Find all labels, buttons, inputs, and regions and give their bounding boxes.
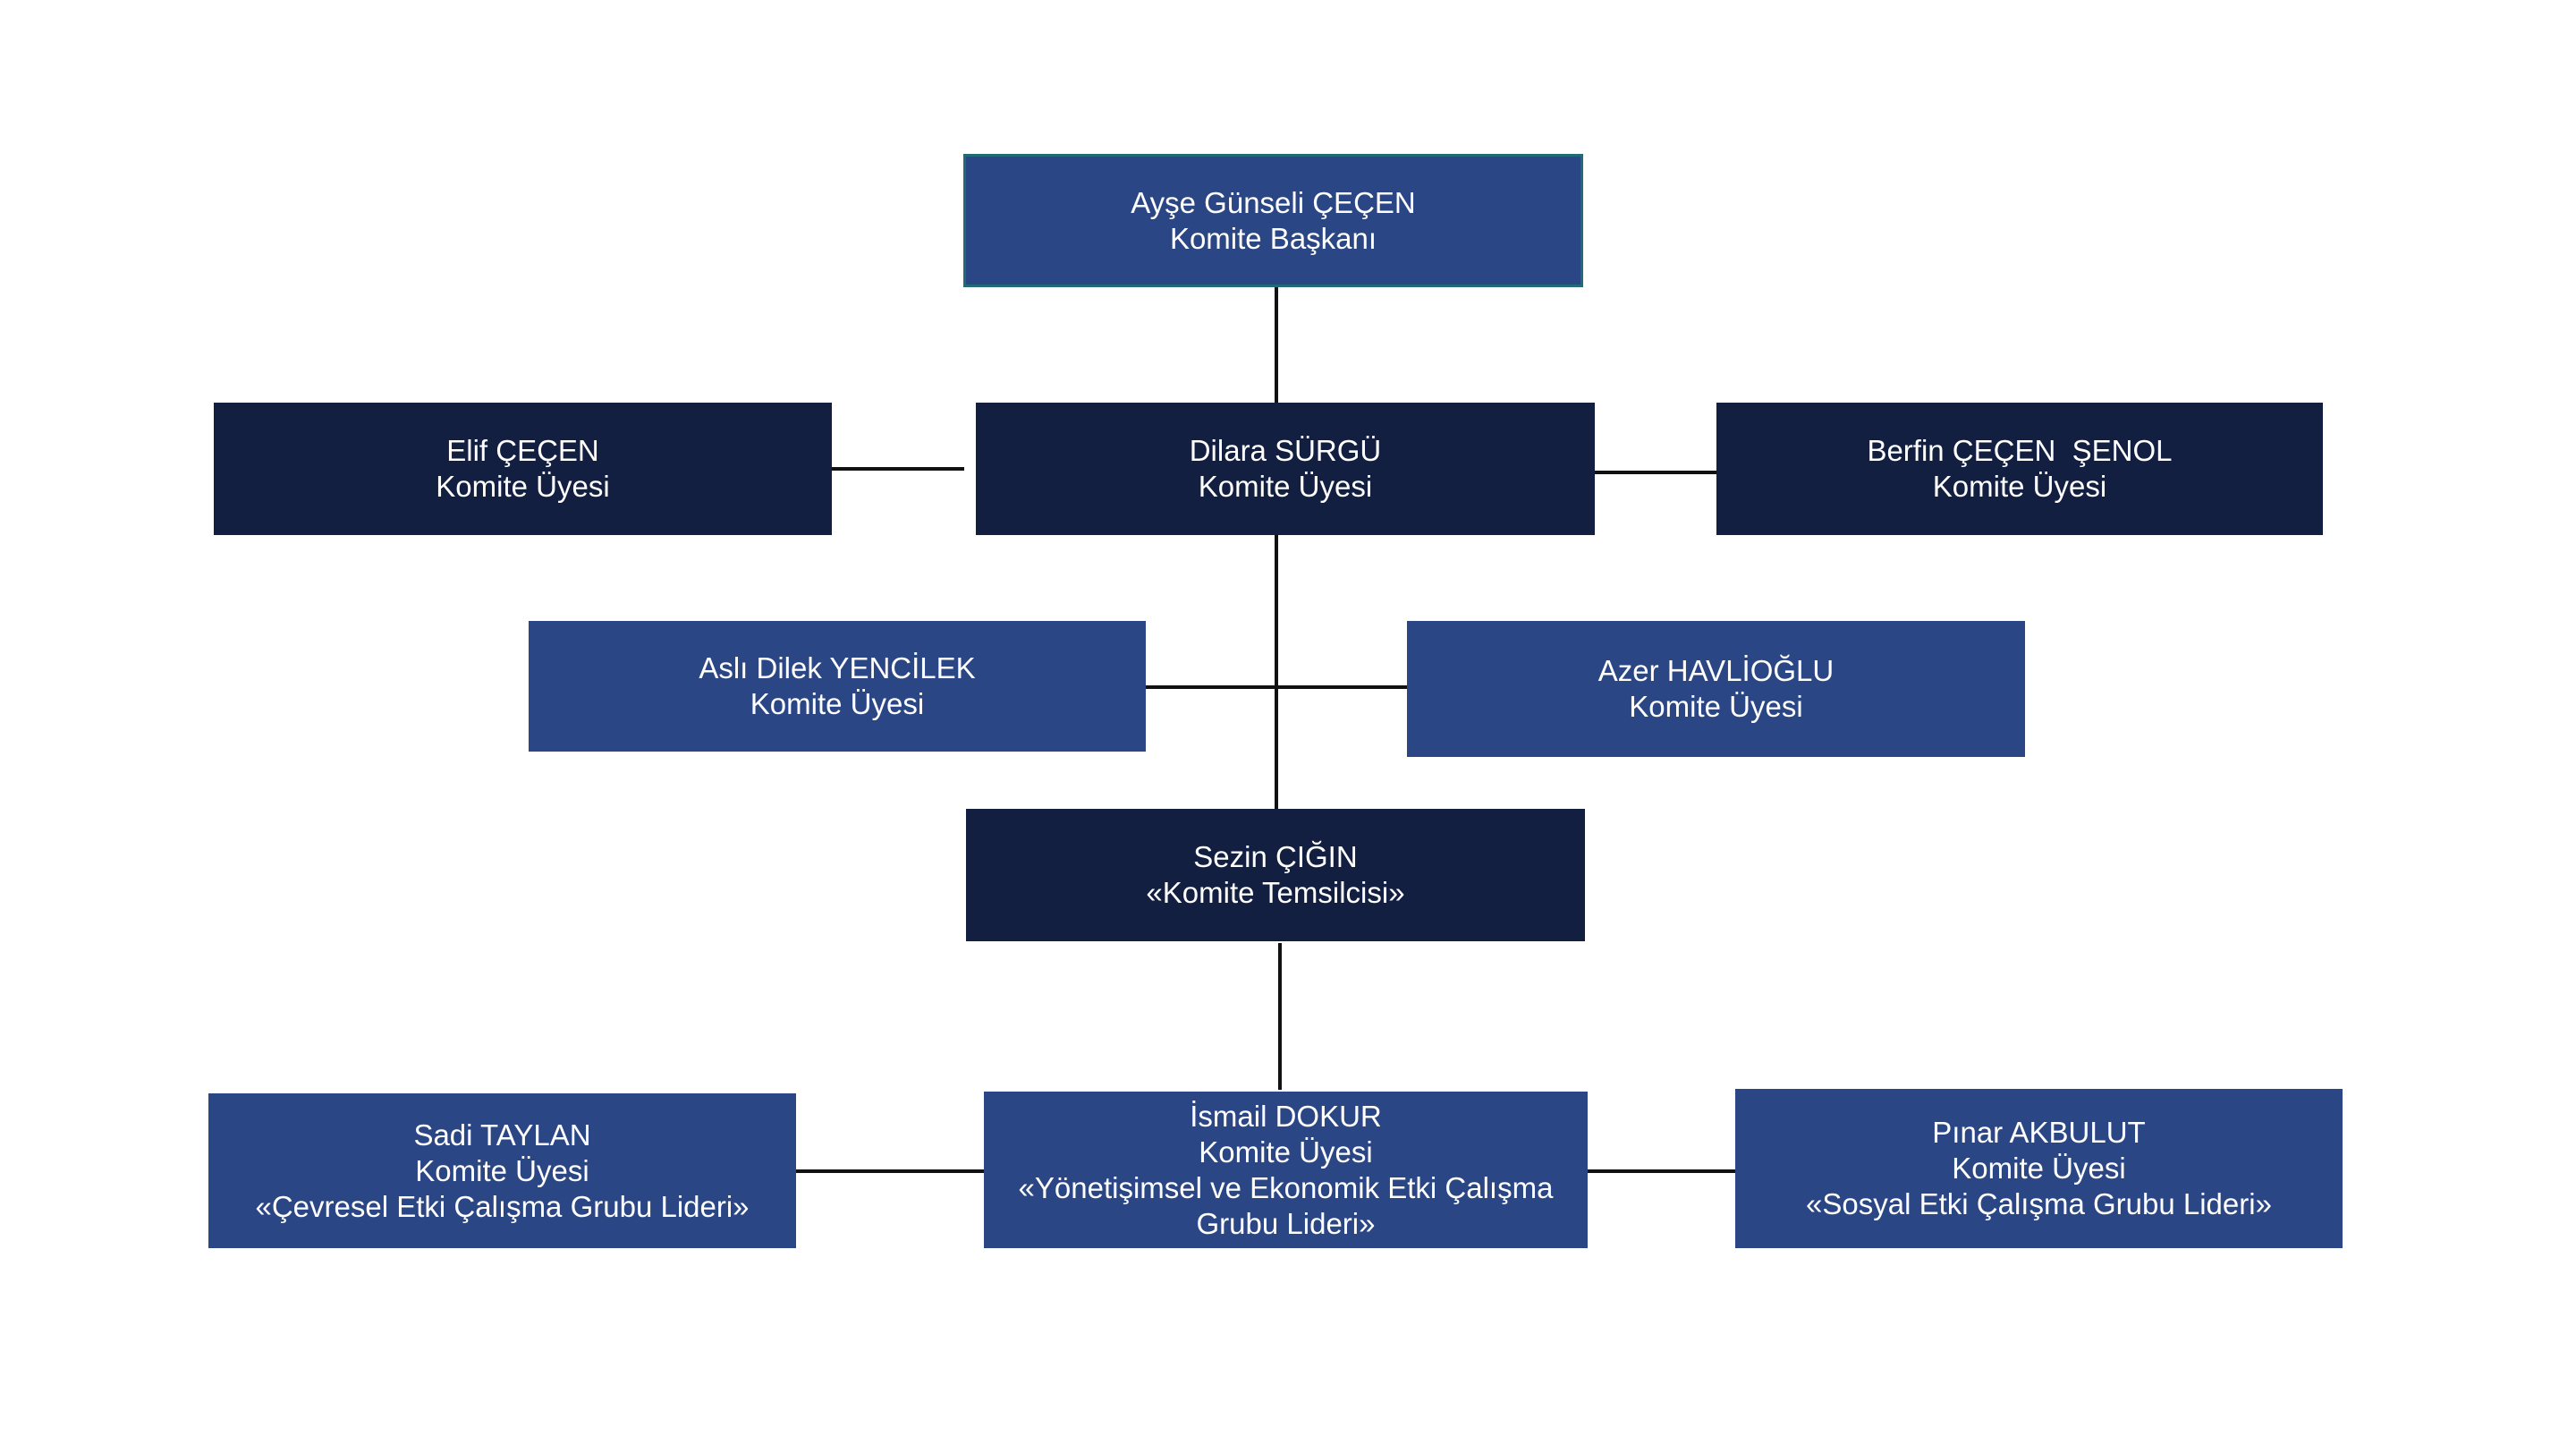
connector-ismail-pinar: [1588, 1169, 1735, 1173]
node-member-ismail-group: «Yönetişimsel ve Ekonomik Etki Çalışma G…: [1018, 1170, 1554, 1240]
node-chair: Ayşe Günseli ÇEÇEN Komite Başkanı: [963, 154, 1583, 287]
node-member-pinar-role: Komite Üyesi: [1952, 1152, 2126, 1185]
connector-elif-dilara: [832, 467, 964, 471]
node-member-azer: Azer HAVLİOĞLU Komite Üyesi: [1407, 621, 2025, 757]
node-member-elif-name: Elif ÇEÇEN: [446, 434, 599, 467]
node-member-berfin-name: Berfin ÇEÇEN ŞENOL: [1867, 434, 2173, 467]
node-member-dilara-name: Dilara SÜRGÜ: [1189, 434, 1382, 467]
connector-sadi-ismail: [796, 1169, 984, 1173]
node-representative-role: «Komite Temsilcisi»: [1146, 876, 1405, 909]
connector-chair-dilara: [1275, 286, 1278, 403]
node-member-ismail-role: Komite Üyesi: [1199, 1135, 1373, 1169]
node-member-berfin-role: Komite Üyesi: [1932, 470, 2107, 503]
connector-dilara-berfin: [1595, 471, 1716, 474]
node-member-sadi-name: Sadi TAYLAN: [413, 1118, 591, 1152]
node-representative-name: Sezin ÇIĞIN: [1193, 840, 1358, 873]
node-chair-name: Ayşe Günseli ÇEÇEN: [1131, 185, 1416, 219]
node-chair-role: Komite Başkanı: [1169, 221, 1377, 255]
node-member-azer-name: Azer HAVLİOĞLU: [1597, 654, 1835, 687]
node-member-elif: Elif ÇEÇEN Komite Üyesi: [214, 403, 832, 535]
node-member-asli-role: Komite Üyesi: [750, 687, 925, 720]
node-member-berfin: Berfin ÇEÇEN ŞENOL Komite Üyesi: [1716, 403, 2323, 535]
connector-asli-azer: [1146, 685, 1407, 689]
node-member-asli-name: Aslı Dilek YENCİLEK: [699, 651, 976, 684]
connector-dilara-sezin: [1275, 534, 1278, 809]
node-member-azer-role: Komite Üyesi: [1629, 690, 1803, 723]
node-member-elif-role: Komite Üyesi: [436, 470, 610, 503]
node-member-sadi-role: Komite Üyesi: [415, 1153, 589, 1187]
connector-sezin-ismail: [1278, 943, 1282, 1090]
node-member-pinar: Pınar AKBULUT Komite Üyesi «Sosyal Etki …: [1735, 1089, 2343, 1248]
node-representative: Sezin ÇIĞIN «Komite Temsilcisi»: [966, 809, 1585, 941]
node-member-ismail-name: İsmail DOKUR: [1190, 1099, 1382, 1133]
node-member-pinar-group: «Sosyal Etki Çalışma Grubu Lideri»: [1806, 1187, 2272, 1220]
node-member-dilara: Dilara SÜRGÜ Komite Üyesi: [976, 403, 1595, 535]
node-member-sadi: Sadi TAYLAN Komite Üyesi «Çevresel Etki …: [208, 1093, 796, 1248]
node-member-ismail: İsmail DOKUR Komite Üyesi «Yönetişimsel …: [984, 1092, 1588, 1248]
node-member-asli: Aslı Dilek YENCİLEK Komite Üyesi: [529, 621, 1146, 752]
node-member-sadi-group: «Çevresel Etki Çalışma Grubu Lideri»: [255, 1189, 750, 1223]
node-member-pinar-name: Pınar AKBULUT: [1932, 1116, 2146, 1149]
node-member-dilara-role: Komite Üyesi: [1198, 470, 1373, 503]
